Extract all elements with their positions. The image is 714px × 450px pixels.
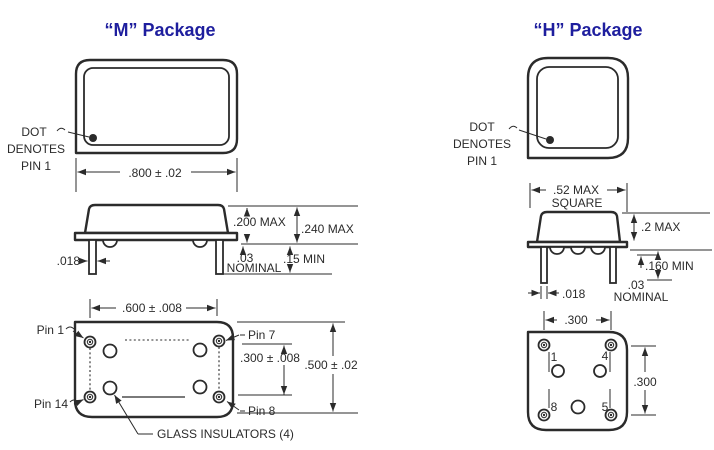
m-pin-14-marker xyxy=(83,390,97,404)
h-dot-note-line2: DENOTES xyxy=(453,137,511,151)
m-side-dimensions: .200 MAX .240 MAX .03 NOMINAL .15 MIN xyxy=(219,205,358,275)
h-dot-note-line1: DOT xyxy=(469,120,495,134)
h-side-pin-right xyxy=(609,246,617,284)
h-square-dim-line1: .52 MAX xyxy=(553,183,599,197)
m-pin14-leader xyxy=(73,399,84,407)
h-pin-length-label: .160 MIN xyxy=(645,259,694,273)
m-pin1-leader-tilde xyxy=(65,326,75,330)
m-standoff-word-label: NOMINAL xyxy=(227,261,282,275)
h-pin-1-marker xyxy=(537,338,551,352)
m-width-dim-label: .800 ± .02 xyxy=(128,166,182,180)
m-body-width-label: .500 ± .02 xyxy=(304,358,358,372)
h-pin8-number: 8 xyxy=(551,400,558,414)
h-glass-insulator-1 xyxy=(551,364,565,378)
h-glass-insulator-3 xyxy=(570,399,586,415)
h-pin-span-y-label: .300 xyxy=(633,375,657,389)
m-bottom-outline xyxy=(73,320,235,419)
m-package: “M” Package DOT DENOTES PIN 1 .800 ± .02 xyxy=(7,20,358,441)
m-glass-insulators-label: GLASS INSULATORS (4) xyxy=(157,427,294,441)
h-top-view: DOT DENOTES PIN 1 xyxy=(453,56,630,168)
m-dot-note-line1: DOT xyxy=(21,125,47,139)
h-pin-span-y-dimension: .300 xyxy=(631,345,657,416)
m-pin-length-label: .15 MIN xyxy=(283,252,325,266)
h-glass-insulator-2 xyxy=(593,364,607,378)
m-pin14-label: Pin 14 xyxy=(34,397,68,411)
m-pin-8-marker xyxy=(212,390,226,404)
m-body-height-label: .200 MAX xyxy=(233,215,286,229)
h-pin-4-marker xyxy=(604,338,618,352)
h-side-standoff-1 xyxy=(549,246,565,255)
h-pin-span-x-label: .300 xyxy=(564,313,588,327)
m-top-view: DOT DENOTES PIN 1 .800 ± .02 xyxy=(7,58,239,192)
h-side-pin-left xyxy=(540,246,548,284)
m-standoff-value-label: .03 xyxy=(237,251,254,265)
m-bottom-right-dimensions: .300 ± .008 .500 ± .02 xyxy=(237,321,358,414)
m-dot-leader-line xyxy=(56,127,90,138)
h-side-view: .2 MAX .160 MIN .03 NOMINAL .018 xyxy=(526,210,712,304)
m-pin8-leader xyxy=(226,401,240,411)
m-side-standoff-right xyxy=(192,239,208,248)
m-top-inner-lid xyxy=(83,67,230,146)
h-package: “H” Package DOT DENOTES PIN 1 .52 MAX SQ… xyxy=(453,20,712,432)
m-width-dimension: .800 ± .02 xyxy=(75,158,238,192)
m-pin1-label: Pin 1 xyxy=(37,323,65,337)
h-pin-dia-label: .018 xyxy=(562,287,586,301)
m-glass-insulator-4 xyxy=(192,379,208,395)
h-body-height-label: .2 MAX xyxy=(641,220,680,234)
m-pin1-dot xyxy=(89,134,97,142)
m-side-standoff-left xyxy=(102,239,118,248)
m-pin7-leader xyxy=(225,334,240,341)
m-pin-dia-label: .018 xyxy=(57,254,81,268)
m-pin1-leader xyxy=(72,330,84,339)
m-overall-height-label: .240 MAX xyxy=(301,222,354,236)
h-side-body xyxy=(535,210,622,244)
h-bottom-outline xyxy=(526,330,629,432)
m-side-pin-left xyxy=(88,239,97,275)
h-top-inner-lid xyxy=(536,66,619,149)
m-side-base xyxy=(73,231,239,242)
m-glass-insulator-1 xyxy=(102,343,118,359)
h-pin5-number: 5 xyxy=(602,400,609,414)
h-dot-note-line3: PIN 1 xyxy=(467,154,497,168)
m-glass-insulator-3 xyxy=(102,380,118,396)
m-dot-note-line3: PIN 1 xyxy=(21,159,51,173)
h-pin4-number: 4 xyxy=(602,349,609,363)
h-pin1-dot xyxy=(546,136,554,144)
m-pin7-label: Pin 7 xyxy=(248,328,276,342)
h-side-standoff-2 xyxy=(570,246,586,255)
m-side-body xyxy=(83,203,230,235)
m-pin-1-marker xyxy=(83,335,97,349)
m-bottom-view: .600 ± .008 Pin 1 Pin 14 Pin 7 Pin 8 xyxy=(34,299,358,441)
h-square-dim-line2: SQUARE xyxy=(552,196,603,210)
h-bottom-view: 1 4 8 5 .300 .300 xyxy=(526,311,657,432)
m-side-pin-right xyxy=(215,239,224,275)
h-package-title: “H” Package xyxy=(533,20,642,40)
m-insulators-leader-2 xyxy=(114,394,139,435)
m-pin-diameter-dimension: .018 xyxy=(57,254,110,268)
m-dot-note-line2: DENOTES xyxy=(7,142,65,156)
m-pin-span-dimension: .600 ± .008 xyxy=(89,299,218,318)
h-side-standoff-3 xyxy=(590,246,606,255)
m-pin-row-span-label: .300 ± .008 xyxy=(240,351,300,365)
h-pin-8-marker xyxy=(537,408,551,422)
h-square-dimension: .52 MAX SQUARE xyxy=(529,183,628,212)
m-side-view: .018 .200 MAX .240 MAX .03 xyxy=(57,203,358,275)
h-pin-span-x-dimension: .300 xyxy=(543,311,612,330)
h-dot-leader-line xyxy=(508,125,547,140)
h-standoff-value-label: .03 xyxy=(628,278,645,292)
m-pin8-label: Pin 8 xyxy=(248,404,276,418)
m-package-title: “M” Package xyxy=(104,20,215,40)
h-pin-5-marker xyxy=(604,408,618,422)
m-glass-insulator-2 xyxy=(192,342,208,358)
h-pin1-number: 1 xyxy=(551,350,558,364)
h-standoff-word-label: NOMINAL xyxy=(614,290,669,304)
m-pin-span-label: .600 ± .008 xyxy=(122,301,182,315)
m-pin-7-marker xyxy=(212,334,226,348)
h-pin-diameter-dimension: .018 xyxy=(528,286,586,301)
h-side-dimensions: .2 MAX .160 MIN .03 NOMINAL xyxy=(614,212,712,304)
